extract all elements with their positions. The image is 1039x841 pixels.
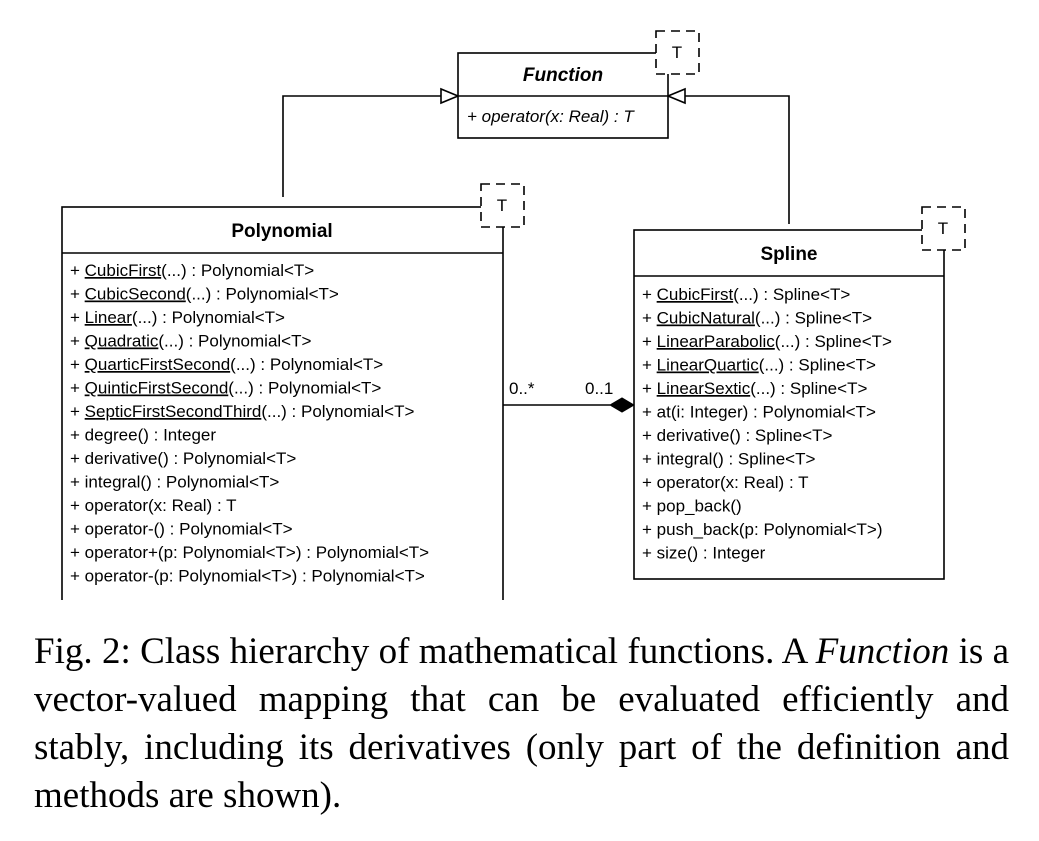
polynomial-member: + Quadratic(...) : Polynomial<T>: [70, 332, 311, 351]
caption-text-1: Class hierarchy of mathematical function…: [130, 631, 816, 672]
function-operation: + operator(x: Real) : T: [467, 107, 635, 126]
polynomial-member: + operator-() : Polynomial<T>: [70, 520, 293, 539]
spline-type-param: T: [938, 219, 948, 238]
polynomial-member: + CubicFirst(...) : Polynomial<T>: [70, 261, 314, 280]
function-class-name: Function: [523, 65, 603, 86]
spline-member: + push_back(p: Polynomial<T>): [642, 520, 883, 539]
spline-member: + CubicNatural(...) : Spline<T>: [642, 309, 872, 328]
polynomial-member: + derivative() : Polynomial<T>: [70, 449, 296, 468]
polynomial-member: + QuarticFirstSecond(...) : Polynomial<T…: [70, 355, 383, 374]
composition-diamond: [609, 397, 635, 413]
polynomial-member: + integral() : Polynomial<T>: [70, 473, 279, 492]
spline-multiplicity: 0..1: [585, 379, 613, 398]
polynomial-generalization-edge: [282, 95, 441, 197]
polynomial-multiplicity: 0..*: [509, 379, 535, 398]
polynomial-member: + operator+(p: Polynomial<T>) : Polynomi…: [70, 543, 429, 562]
spline-class-name: Spline: [760, 244, 817, 265]
spline-type-param-box: [921, 206, 966, 251]
spline-member: + LinearParabolic(...) : Spline<T>: [642, 332, 892, 351]
spline-member: + size() : Integer: [642, 544, 766, 563]
polynomial-class-name: Polynomial: [231, 221, 332, 242]
polynomial-type-param: T: [497, 196, 507, 215]
spline-class: Spline + CubicFirst(...) : Spline<T>+ Cu…: [633, 206, 966, 580]
polynomial-member: + SepticFirstSecondThird(...) : Polynomi…: [70, 402, 414, 421]
polynomial-member: + operator-(p: Polynomial<T>) : Polynomi…: [70, 567, 425, 586]
function-class: Function + operator(x: Real) : T T: [457, 30, 700, 139]
spline-generalization-arrowhead: [665, 87, 686, 105]
polynomial-generalization-arrowhead: [440, 87, 461, 105]
spline-members: + CubicFirst(...) : Spline<T> + CubicNatu…: [642, 285, 892, 563]
spline-generalization-edge: [685, 95, 790, 224]
figure-caption: Fig. 2: Class hierarchy of mathematical …: [34, 628, 1009, 820]
caption-label: Fig. 2:: [34, 631, 131, 672]
polynomial-member: + degree() : Integer: [70, 426, 216, 445]
spline-member: + LinearQuartic(...) : Spline<T>: [642, 356, 876, 375]
spline-member: + CubicFirst(...) : Spline<T>: [642, 285, 850, 304]
caption-emphasis: Function: [815, 631, 950, 672]
function-type-param: T: [672, 43, 682, 62]
polynomial-members: + CubicFirst(...) : Polynomial<T> + Cubic…: [70, 261, 429, 586]
spline-member: + LinearSextic(...) : Spline<T>: [642, 379, 867, 398]
spline-member: + operator(x: Real) : T: [642, 473, 808, 492]
polynomial-member: + QuinticFirstSecond(...) : Polynomial<T…: [70, 379, 381, 398]
spline-member: + integral() : Spline<T>: [642, 450, 815, 469]
polynomial-member: + operator(x: Real) : T: [70, 496, 236, 515]
spline-member: + derivative() : Spline<T>: [642, 426, 832, 445]
polynomial-class: Polynomial + CubicFirst(...) : Polynomia…: [61, 183, 525, 600]
spline-member: + pop_back(): [642, 497, 742, 516]
uml-class-diagram: 0..* 0..1 Function + operator(x: Real) :…: [61, 30, 966, 600]
polynomial-type-param-box: [480, 183, 525, 228]
caption-text-2: is a vector-valued mapping that can be e…: [34, 631, 1010, 816]
polynomial-member: + Linear(...) : Polynomial<T>: [70, 308, 285, 327]
polynomial-member: + CubicSecond(...) : Polynomial<T>: [70, 285, 339, 304]
spline-member: + at(i: Integer) : Polynomial<T>: [642, 403, 876, 422]
function-type-param-box: [655, 30, 700, 75]
